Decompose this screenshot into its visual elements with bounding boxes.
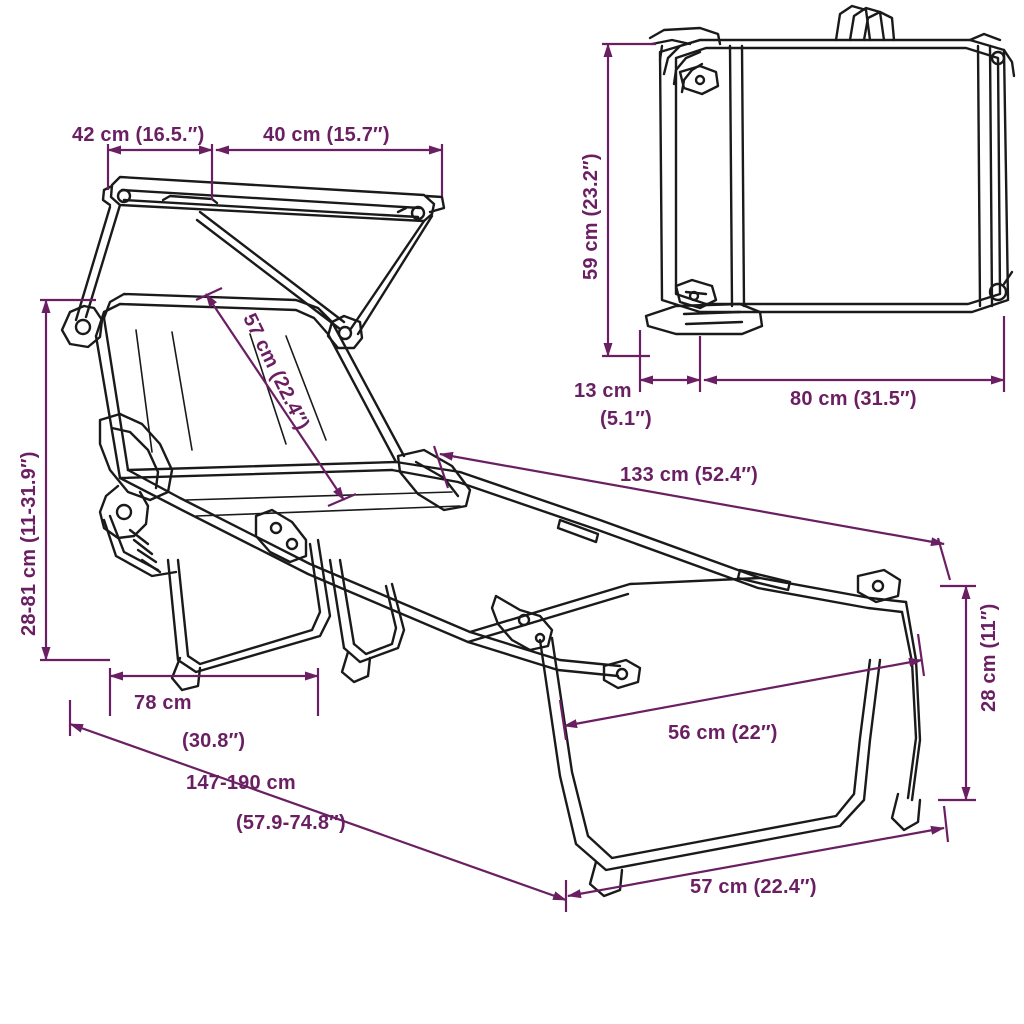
dimension-label-bed-length: 133 cm (52.4″) bbox=[620, 464, 759, 486]
dimension-label-canopy-width: 40 cm (15.7″) bbox=[263, 124, 390, 146]
dimension-label-folded-width: 80 cm (31.5″) bbox=[790, 388, 917, 410]
dimension-label-folded-thickness: 13 cm bbox=[574, 380, 632, 402]
lounger-folded-view bbox=[644, 4, 1016, 336]
dimension-label-width-mid: 56 cm (22″) bbox=[668, 722, 778, 744]
dimension-label-folded-thickness-imp: (5.1″) bbox=[600, 408, 652, 430]
dimension-label-width-front: 57 cm (22.4″) bbox=[690, 876, 817, 898]
dimension-lines bbox=[40, 42, 1006, 912]
dimension-label-folded-height: 59 cm (23.2″) bbox=[580, 153, 602, 280]
dimension-label-height-range: 28-81 cm (11-31.9″) bbox=[18, 451, 40, 636]
dimension-label-foot-depth-imp: (30.8″) bbox=[182, 730, 246, 752]
dimension-label-canopy-depth: 42 cm (16.5.″) bbox=[72, 124, 205, 146]
dimension-label-total-length: 147-190 cm bbox=[186, 772, 296, 794]
dimension-label-foot-depth: 78 cm bbox=[134, 692, 192, 714]
dimension-label-total-length-imp: (57.9-74.8″) bbox=[236, 812, 346, 834]
dimension-label-leg-height: 28 cm (11″) bbox=[978, 603, 1000, 712]
